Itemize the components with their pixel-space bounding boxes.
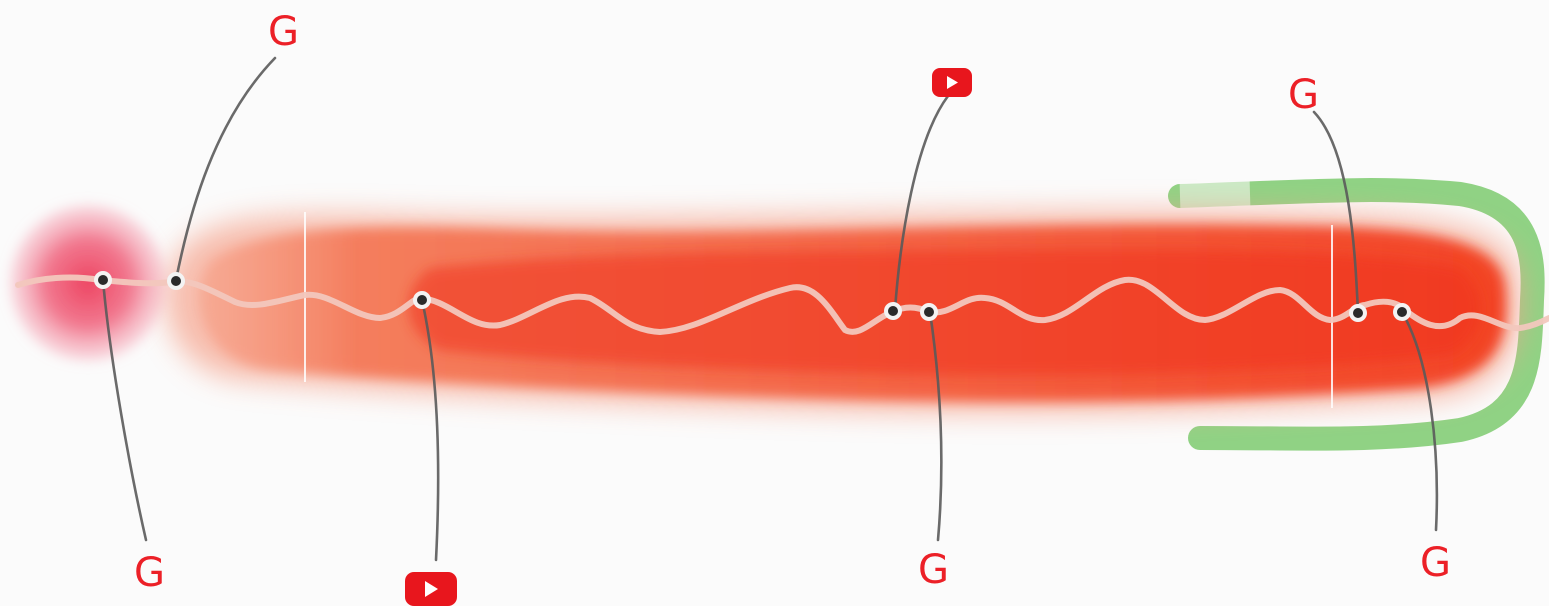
leader-line-top-1: [174, 56, 277, 282]
google-label-top-3: G: [1288, 72, 1319, 118]
touchpoint-node-2: [167, 272, 185, 290]
touchpoint-node-6: [1349, 304, 1367, 322]
touchpoint-node-3: [413, 291, 431, 309]
return-band-fade: [1179, 179, 1251, 211]
leader-line-bottom-1: [101, 278, 148, 542]
leader-line-bottom-4: [1400, 310, 1439, 532]
touchpoint-node-5: [920, 303, 938, 321]
touchpoint-node-4: [884, 302, 902, 320]
return-band: [1168, 178, 1545, 451]
google-label-top-1: G: [268, 9, 299, 55]
leader-line-top-2: [893, 94, 950, 312]
start-blob: [10, 205, 166, 361]
youtube-icon: [405, 572, 457, 606]
touchpoint-node-7: [1393, 303, 1411, 321]
youtube-icon: [932, 68, 972, 97]
leader-line-bottom-2: [420, 298, 440, 562]
leader-line-top-3: [1312, 110, 1360, 314]
google-label-bottom-4: G: [1420, 540, 1451, 586]
google-label-bottom-1: G: [134, 550, 165, 596]
google-label-bottom-3: G: [918, 547, 949, 593]
leader-line-bottom-3: [928, 310, 943, 542]
touchpoint-node-1: [94, 271, 112, 289]
